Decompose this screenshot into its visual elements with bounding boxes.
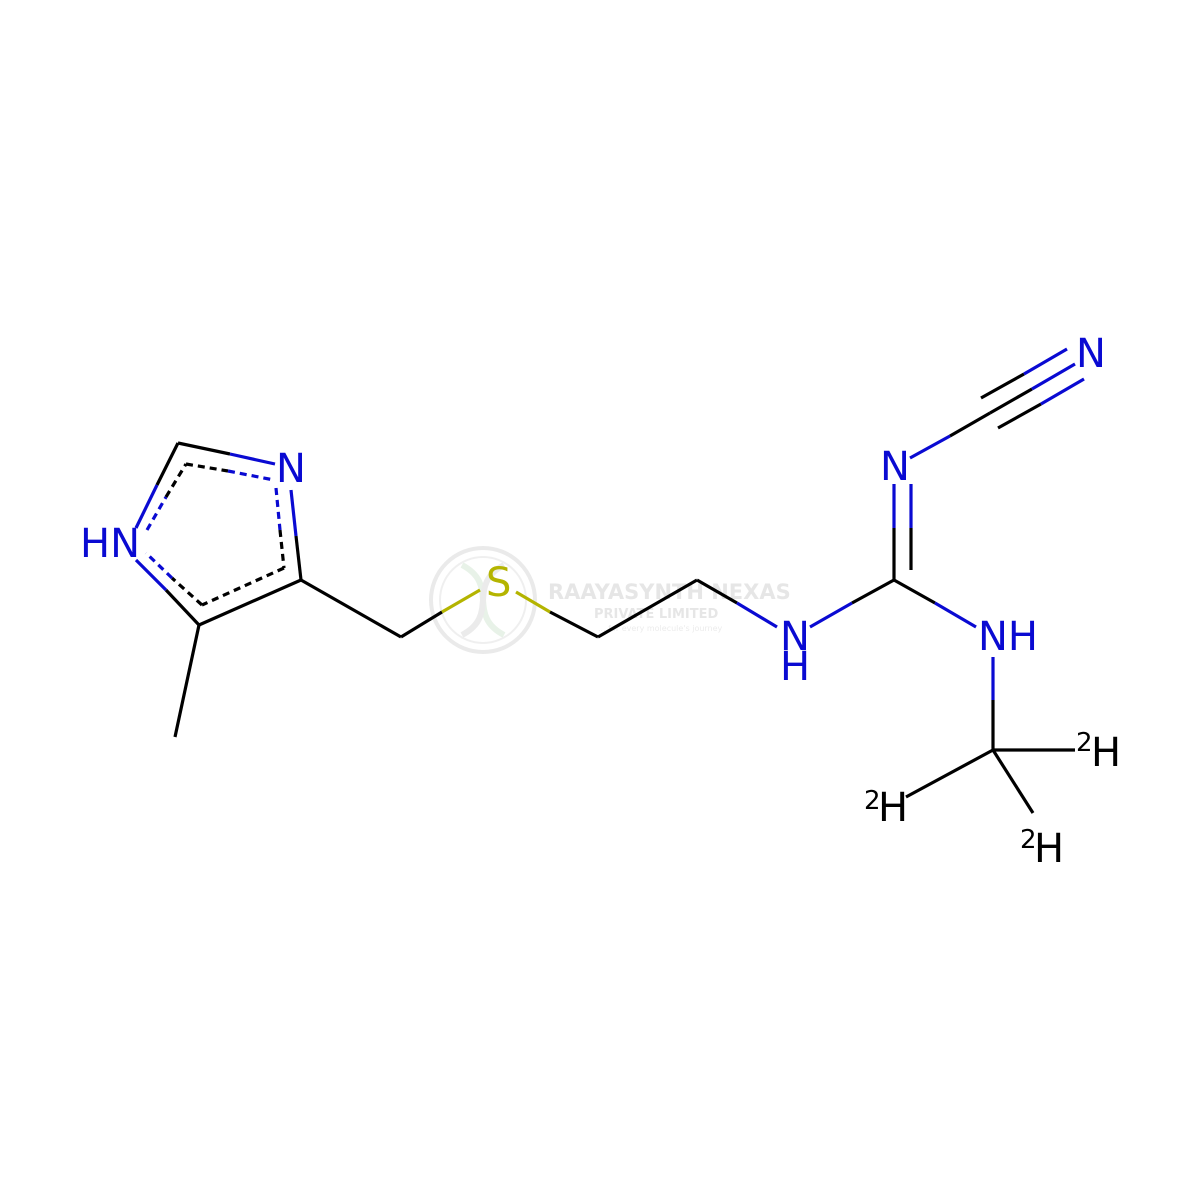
deuterium-bottom-isotope: 2 (1020, 825, 1037, 855)
bond-s-ch2 (515, 590, 551, 614)
sulfur-label: S (486, 560, 511, 606)
atom-labels: HN N S N H NH N N 2 H 2 H 2 H (80, 331, 1121, 872)
bond-c5-n1 (164, 588, 201, 627)
watermark: RAAYASYNTH NEXAS PRIVATE LIMITED ... for… (429, 546, 791, 654)
bond-c4-c5 (198, 578, 302, 627)
bond-nh-c (809, 601, 853, 629)
bond-c2-n3 (177, 441, 231, 456)
bond-cn-triple-3 (997, 402, 1042, 430)
amide-n-label: N (780, 614, 810, 660)
dna-helix-logo-icon (429, 546, 537, 654)
bond-n3-c4 (289, 489, 298, 537)
imine-n-label: N (880, 444, 910, 490)
bond-c-nh (893, 578, 936, 605)
imidazole-nh-label: HN (80, 521, 140, 567)
bond-cn-triple-2 (980, 372, 1025, 400)
bond-c4-c5-inner-dashed (201, 566, 285, 607)
deuterium-bottom-label: H (1034, 826, 1064, 872)
bond-n1-c2-inner-dashed (145, 496, 168, 531)
bond-n3-c4-inner-dashed (274, 487, 282, 531)
bond-ch2-nh (696, 578, 738, 605)
bond-c2-n3-inner-dashed (185, 462, 229, 473)
bonds (134, 347, 1085, 814)
nitrile-n-label: N (1076, 331, 1106, 377)
deuterium-left-label: H (878, 785, 908, 831)
deuterium-right-isotope: 2 (1076, 728, 1093, 758)
bond-n1-c2 (134, 484, 159, 529)
bond-ch2-ch2 (597, 578, 698, 639)
bond-n-cn (909, 434, 951, 460)
bond-c5-n1-inner-dashed (170, 576, 204, 607)
amide-h-label: H (780, 644, 810, 690)
bond-c-d-left (905, 748, 994, 799)
bond-ch2-s (400, 610, 443, 639)
bond-c-d-bottom (991, 749, 1035, 814)
deuterium-right-label: H (1091, 730, 1121, 776)
watermark-subtitle: PRIVATE LIMITED (594, 607, 719, 622)
imidazole-n-label: N (276, 446, 306, 492)
watermark-company: RAAYASYNTH NEXAS (548, 580, 791, 604)
deuterium-left-isotope: 2 (864, 786, 881, 816)
bond-c4-ch2 (300, 578, 402, 639)
bond-methyl (173, 624, 201, 738)
watermark-tagline: ... for every molecule's journey (598, 624, 723, 633)
amine-nh-label: NH (978, 614, 1038, 660)
bond-cn-triple-1 (989, 387, 1033, 415)
